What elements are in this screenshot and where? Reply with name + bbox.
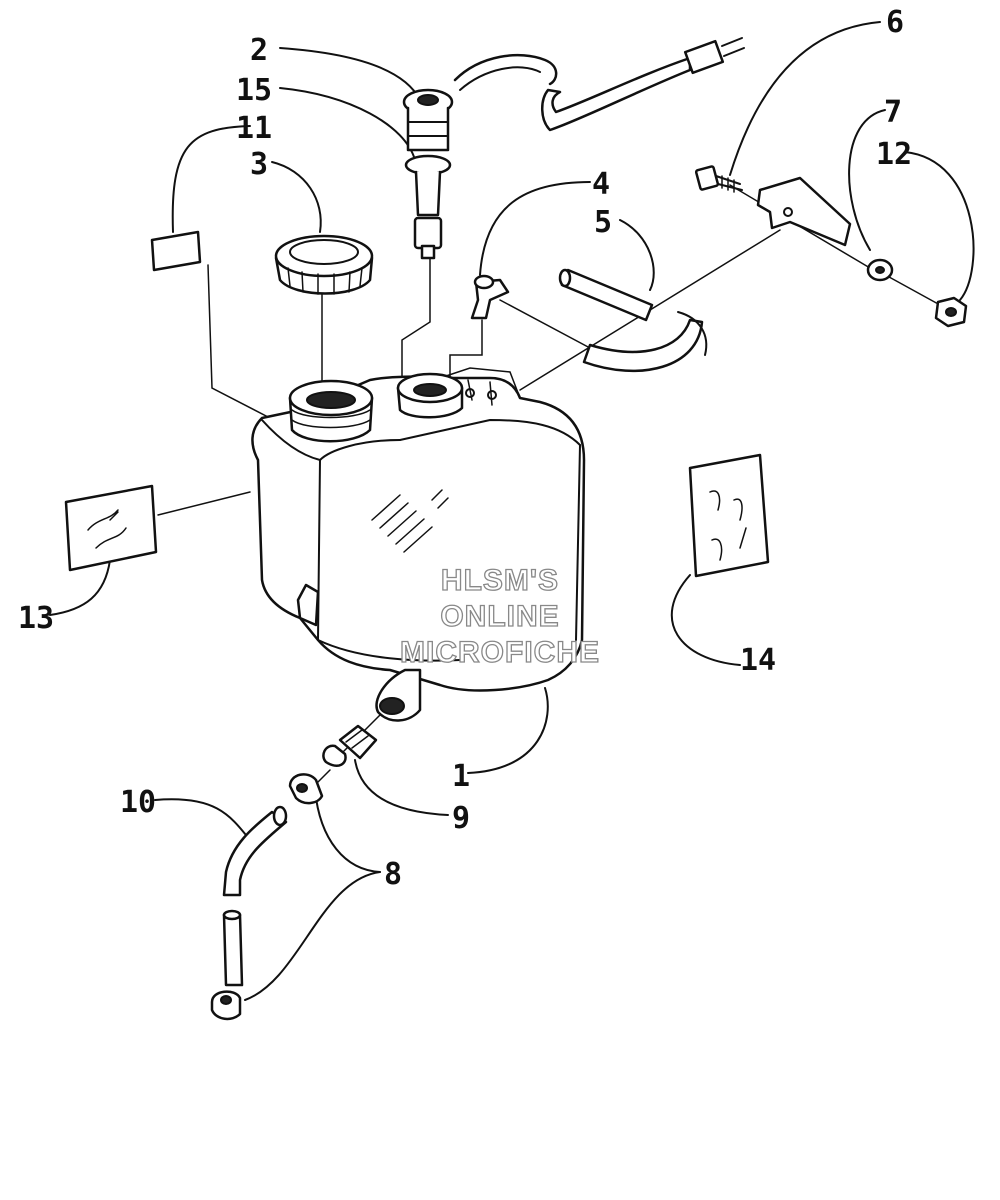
clamp-lower: [210, 990, 242, 1021]
callout-7: 7: [884, 95, 902, 130]
washer: [866, 258, 894, 282]
clamp-upper: [288, 773, 324, 805]
callout-9: 9: [452, 801, 470, 836]
mounting-bracket: [756, 176, 852, 247]
decal-right: [688, 453, 770, 578]
decal-left: [64, 484, 158, 572]
vent-hose: [558, 268, 708, 373]
callout-12: 12: [876, 137, 912, 172]
callout-6: 6: [886, 5, 904, 40]
bolt: [694, 165, 743, 193]
callout-14: 14: [740, 643, 776, 678]
watermark-line-3: MICROFICHE: [400, 636, 600, 669]
outlet-fitting: [322, 724, 378, 767]
oil-hose: [222, 805, 288, 987]
callout-1: 1: [452, 759, 470, 794]
watermark-line-1: HLSM'S: [441, 564, 559, 597]
callout-11: 11: [236, 111, 272, 146]
oil-level-sensor: [402, 37, 745, 260]
small-label: [150, 230, 202, 272]
callout-5: 5: [594, 205, 612, 240]
watermark-line-2: ONLINE: [440, 600, 559, 633]
nut: [934, 296, 968, 328]
callout-labels: 2 15 11 3 4 5 6 7 12 13 14 1 9 10 8: [18, 5, 912, 892]
filler-cap: [274, 234, 374, 295]
callout-15: 15: [236, 73, 272, 108]
callout-10: 10: [120, 785, 156, 820]
elbow-fitting: [470, 274, 510, 320]
callout-8: 8: [384, 857, 402, 892]
leader-lines: [49, 21, 975, 1001]
callout-3: 3: [250, 147, 268, 182]
watermark: HLSM'S ONLINE MICROFICHE: [399, 563, 600, 669]
callout-4: 4: [592, 167, 610, 202]
oil-tank: [251, 367, 586, 722]
callout-2: 2: [250, 33, 268, 68]
callout-13: 13: [18, 601, 54, 636]
